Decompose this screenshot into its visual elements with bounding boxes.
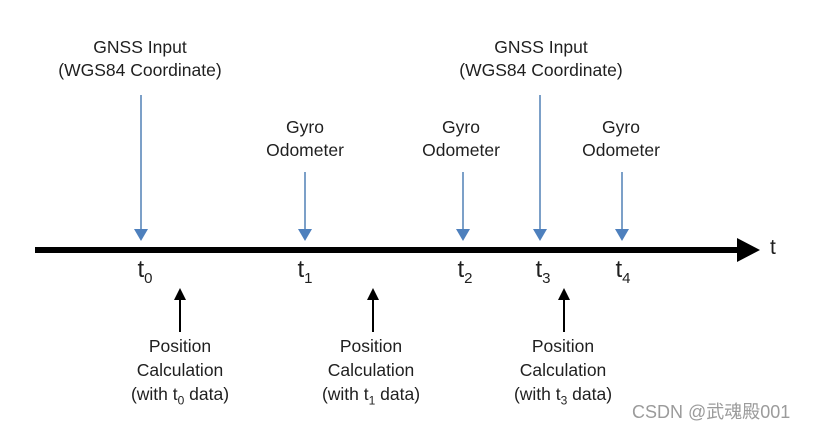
gnss-event-arrow-t3 [533,95,547,241]
time-axis-line [35,247,740,253]
gnss-input-label-t0: GNSS Input (WGS84 Coordinate) [58,36,221,82]
gyro-title: Gyro [602,117,640,137]
position-calc-label-t0: Position Calculation (with t0 data) [131,334,229,413]
tick-base: t [615,256,623,283]
gnss-input-subtitle: (WGS84 Coordinate) [459,60,623,80]
calc-line2: Calculation [519,360,607,380]
tick-sub: 2 [464,269,473,287]
gyro-subtitle: Odometer [266,140,344,160]
gyro-subtitle: Odometer [422,140,500,160]
calc-arrow-t3 [558,288,570,332]
arrow-stem [462,172,464,229]
calc-line2: Calculation [327,360,415,380]
arrow-stem [140,95,142,229]
arrow-stem [563,300,565,332]
tick-sub: 1 [304,269,313,287]
arrow-down-icon [533,229,547,241]
gyro-subtitle: Odometer [582,140,660,160]
tick-label-t2: t2 [457,256,472,286]
position-calc-label-t1: Position Calculation (with t1 data) [322,334,420,413]
gyro-title: Gyro [442,117,480,137]
tick-sub: 3 [542,269,551,287]
calc-line1: Position [148,336,212,356]
gyro-event-arrow-t4 [615,172,629,241]
calc-line2: Calculation [136,360,224,380]
calc-line1: Position [531,336,595,356]
tick-label-t1: t1 [297,256,312,286]
time-axis-arrowhead-icon [737,238,760,262]
arrow-down-icon [456,229,470,241]
arrow-up-icon [367,288,379,300]
gnss-input-subtitle: (WGS84 Coordinate) [58,60,222,80]
gnss-input-label-t3: GNSS Input (WGS84 Coordinate) [459,36,622,82]
arrow-up-icon [558,288,570,300]
gyro-odometer-label-t1: Gyro Odometer [266,116,344,162]
position-calc-label-t3: Position Calculation (with t3 data) [514,334,612,413]
gyro-odometer-label-t2: Gyro Odometer [422,116,500,162]
gyro-odometer-label-t4: Gyro Odometer [582,116,660,162]
gyro-event-arrow-t1 [298,172,312,241]
arrow-stem [304,172,306,229]
tick-sub: 0 [144,269,153,287]
gnss-input-title: GNSS Input [494,37,588,57]
tick-base: t [535,256,543,283]
arrow-up-icon [174,288,186,300]
arrow-stem [539,95,541,229]
tick-sub: 4 [622,269,631,287]
arrow-stem [621,172,623,229]
watermark: CSDN @武魂殿001 [632,402,791,422]
calc-arrow-t1 [367,288,379,332]
gnss-input-title: GNSS Input [93,37,187,57]
gyro-title: Gyro [286,117,324,137]
time-axis-label: t [770,236,776,259]
tick-label-t0: t0 [137,256,152,286]
tick-base: t [457,256,465,283]
arrow-down-icon [298,229,312,241]
gyro-event-arrow-t2 [456,172,470,241]
calc-line3: (with t3 data) [513,384,613,408]
calc-arrow-t0 [174,288,186,332]
gnss-event-arrow-t0 [134,95,148,241]
tick-label-t4: t4 [615,256,630,286]
arrow-stem [372,300,374,332]
calc-line3: (with t0 data) [130,384,230,408]
arrow-stem [179,300,181,332]
tick-label-t3: t3 [535,256,550,286]
calc-line1: Position [339,336,403,356]
arrow-down-icon [134,229,148,241]
tick-base: t [137,256,145,283]
calc-line3: (with t1 data) [321,384,421,408]
tick-base: t [297,256,305,283]
arrow-down-icon [615,229,629,241]
